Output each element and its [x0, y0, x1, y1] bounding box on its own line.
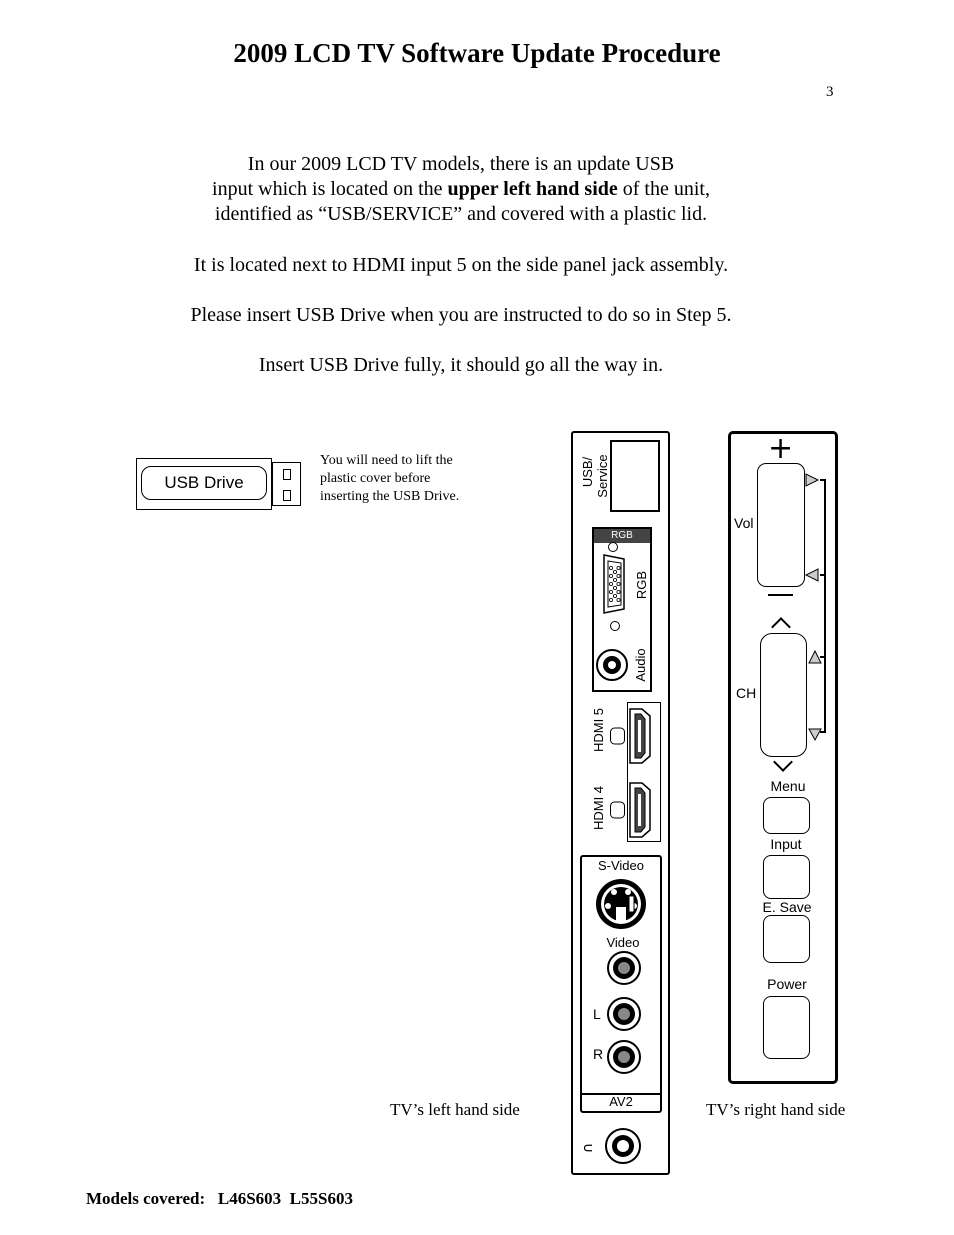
paragraph-4: Insert USB Drive fully, it should go all…	[258, 354, 664, 376]
paragraph-2: It is located next to HDMI input 5 on th…	[193, 254, 729, 276]
audio-r-jack-icon[interactable]	[607, 1040, 641, 1074]
usb-service-label-2: Service	[595, 454, 610, 498]
usb-drive-label-box: USB Drive	[141, 466, 267, 500]
e-save-label: E. Save	[762, 899, 812, 915]
hdmi-5-label: HDMI 5	[591, 707, 606, 753]
av2-label: AV2	[609, 1094, 633, 1109]
headphone-jack-icon[interactable]	[605, 1128, 641, 1164]
ch-label: CH	[736, 685, 757, 701]
screw-icon	[608, 542, 618, 552]
av2-block	[580, 855, 662, 1113]
paragraph-3: Please insert USB Drive when you are ins…	[190, 304, 732, 326]
av2-divider	[580, 1093, 662, 1095]
paragraph-1-line-1: In our 2009 LCD TV models, there is an u…	[247, 153, 675, 175]
vol-label: Vol	[734, 515, 754, 531]
channel-rocker-button[interactable]	[760, 633, 807, 757]
input-label: Input	[770, 836, 802, 852]
left-side-panel	[571, 431, 670, 1175]
power-label: Power	[767, 976, 807, 992]
plus-icon: +	[768, 431, 794, 466]
headphone-icon: ∩	[580, 1142, 597, 1154]
usb-service-port[interactable]	[610, 440, 660, 512]
menu-label: Menu	[770, 778, 806, 794]
audio-label: Audio	[633, 648, 648, 682]
video-jack-inner	[613, 957, 635, 979]
video-label: Video	[606, 935, 640, 950]
page-title: 2009 LCD TV Software Update Procedure	[233, 38, 721, 68]
audio-l-jack-inner	[613, 1003, 635, 1025]
models-label: Models covered:	[86, 1189, 206, 1208]
paragraph-1-line-2: input which is located on the upper left…	[0, 177, 922, 202]
usb-connector	[272, 462, 301, 506]
hdmi-5-port-icon[interactable]	[610, 706, 658, 766]
hdmi-block	[627, 702, 661, 842]
audio-l-jack-icon[interactable]	[607, 997, 641, 1031]
page-number: 3	[826, 84, 834, 100]
input-button[interactable]	[763, 855, 810, 899]
usb-pin-icon	[283, 490, 291, 501]
screw-icon	[610, 621, 620, 631]
usb-cover-note: You will need to lift the plastic cover …	[320, 453, 460, 504]
power-button[interactable]	[763, 996, 810, 1059]
usb-drive-label: USB Drive	[164, 473, 244, 492]
hdmi-4-port-icon[interactable]	[610, 780, 658, 840]
models-covered: Models covered: L46S603 L55S603	[86, 1189, 353, 1209]
paragraph-1-line-3: identified as “USB/SERVICE” and covered …	[214, 203, 708, 225]
usb-pin-icon	[283, 469, 291, 480]
paragraph-1-text: input which is located on the	[212, 178, 448, 200]
audio-l-label: L	[593, 1006, 601, 1022]
audio-r-label: R	[593, 1046, 604, 1062]
rgb-header-text: RGB	[611, 530, 633, 541]
s-video-port-icon[interactable]	[594, 877, 648, 931]
rocker-bracket-icon	[804, 473, 826, 742]
emphasis-text: upper left hand side	[447, 178, 618, 200]
volume-rocker-button[interactable]	[757, 463, 805, 587]
e-save-button[interactable]	[763, 915, 810, 963]
usb-drive-illustration: USB Drive	[136, 458, 272, 510]
rgb-block: RGB	[592, 527, 652, 692]
audio-r-jack-inner	[613, 1046, 635, 1068]
headphone-jack-inner	[612, 1135, 634, 1157]
rgb-header: RGB	[594, 529, 650, 543]
paragraph-1-text-end: of the unit,	[617, 178, 710, 200]
audio-jack-inner	[603, 656, 621, 674]
left-side-caption: TV’s left hand side	[390, 1100, 520, 1119]
menu-button[interactable]	[763, 797, 810, 834]
rgb-label: RGB	[634, 570, 649, 600]
vga-port-icon[interactable]	[596, 553, 632, 615]
right-side-panel	[728, 431, 838, 1084]
usb-service-label-1: USB/	[580, 456, 595, 488]
minus-icon	[768, 594, 793, 596]
s-video-label: S-Video	[597, 858, 644, 873]
audio-jack-icon[interactable]	[596, 649, 628, 681]
hdmi-4-label: HDMI 4	[591, 785, 606, 831]
right-side-caption: TV’s right hand side	[706, 1100, 846, 1119]
video-jack-icon[interactable]	[607, 951, 641, 985]
models-list: L46S603 L55S603	[217, 1189, 353, 1208]
